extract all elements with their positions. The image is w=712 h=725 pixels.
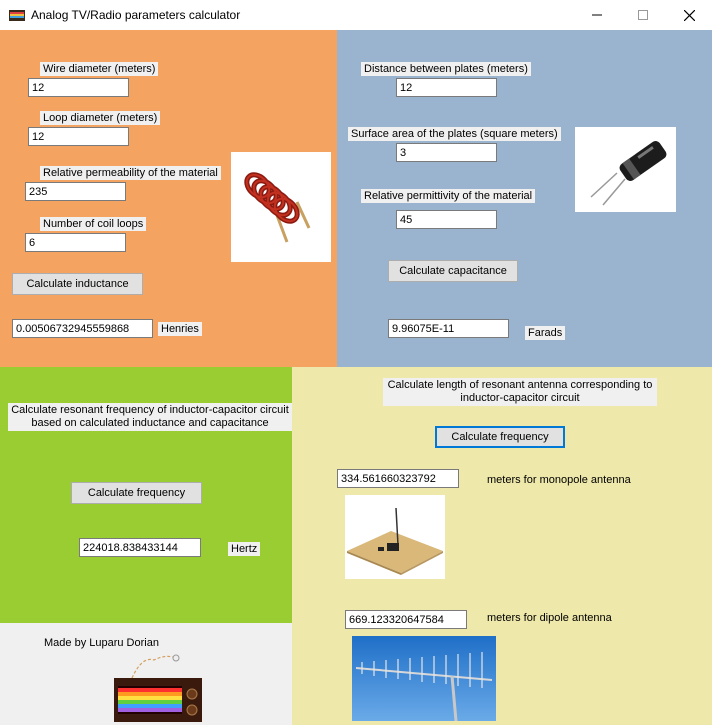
permittivity-label: Relative permittivity of the material	[361, 189, 536, 203]
minimize-button[interactable]	[574, 0, 620, 30]
minimize-icon	[592, 14, 602, 16]
calculate-antenna-frequency-button[interactable]: Calculate frequency	[435, 426, 565, 448]
monopole-unit-label: meters for monopole antenna	[487, 474, 631, 486]
calculate-inductance-button[interactable]: Calculate inductance	[12, 273, 143, 295]
antenna-description: Calculate length of resonant antenna cor…	[383, 378, 657, 406]
farads-unit-label: Farads	[525, 326, 566, 340]
wire-diameter-label: Wire diameter (meters)	[40, 62, 159, 76]
plate-distance-input[interactable]	[396, 78, 497, 97]
dipole-unit-label: meters for dipole antenna	[487, 612, 612, 624]
inductor-coil-icon	[244, 172, 311, 243]
close-icon	[683, 9, 695, 21]
frequency-description: Calculate resonant frequency of inductor…	[8, 403, 292, 431]
dipole-antenna-image	[352, 636, 496, 721]
app-icon	[9, 10, 25, 21]
monopole-antenna-icon	[347, 507, 443, 575]
radio-image	[114, 652, 204, 722]
permeability-input[interactable]	[25, 182, 126, 201]
monopole-antenna-image	[345, 495, 445, 579]
maximize-button[interactable]	[620, 0, 666, 30]
plate-area-label: Surface area of the plates (square meter…	[348, 127, 561, 141]
yagi-antenna-icon	[352, 636, 496, 721]
title-bar: Analog TV/Radio parameters calculator	[0, 0, 712, 30]
plate-area-input[interactable]	[396, 143, 497, 162]
monopole-length-field[interactable]	[337, 469, 459, 488]
inductor-coil-image	[231, 152, 331, 262]
permeability-label: Relative permeability of the material	[40, 166, 221, 180]
radio-icon	[114, 654, 202, 722]
author-credit: Made by Luparu Dorian	[41, 636, 162, 650]
frequency-result-field[interactable]	[79, 538, 201, 557]
loop-diameter-input[interactable]	[28, 127, 129, 146]
permittivity-input[interactable]	[396, 210, 497, 229]
capacitance-result-field[interactable]	[388, 319, 509, 338]
wire-diameter-input[interactable]	[28, 78, 129, 97]
plate-distance-label: Distance between plates (meters)	[361, 62, 531, 76]
close-button[interactable]	[666, 0, 712, 30]
calculate-frequency-button[interactable]: Calculate frequency	[71, 482, 202, 504]
inductance-result-field[interactable]	[12, 319, 153, 338]
loop-diameter-label: Loop diameter (meters)	[40, 111, 161, 125]
capacitor-image	[575, 127, 676, 212]
henries-unit-label: Henries	[158, 322, 202, 336]
coil-loops-input[interactable]	[25, 233, 126, 252]
maximize-icon	[638, 10, 648, 20]
hertz-unit-label: Hertz	[228, 542, 261, 556]
window-title: Analog TV/Radio parameters calculator	[31, 8, 241, 22]
calculate-capacitance-button[interactable]: Calculate capacitance	[388, 260, 518, 282]
capacitor-icon	[590, 141, 667, 206]
coil-loops-label: Number of coil loops	[40, 217, 147, 231]
dipole-length-field[interactable]	[345, 610, 467, 629]
